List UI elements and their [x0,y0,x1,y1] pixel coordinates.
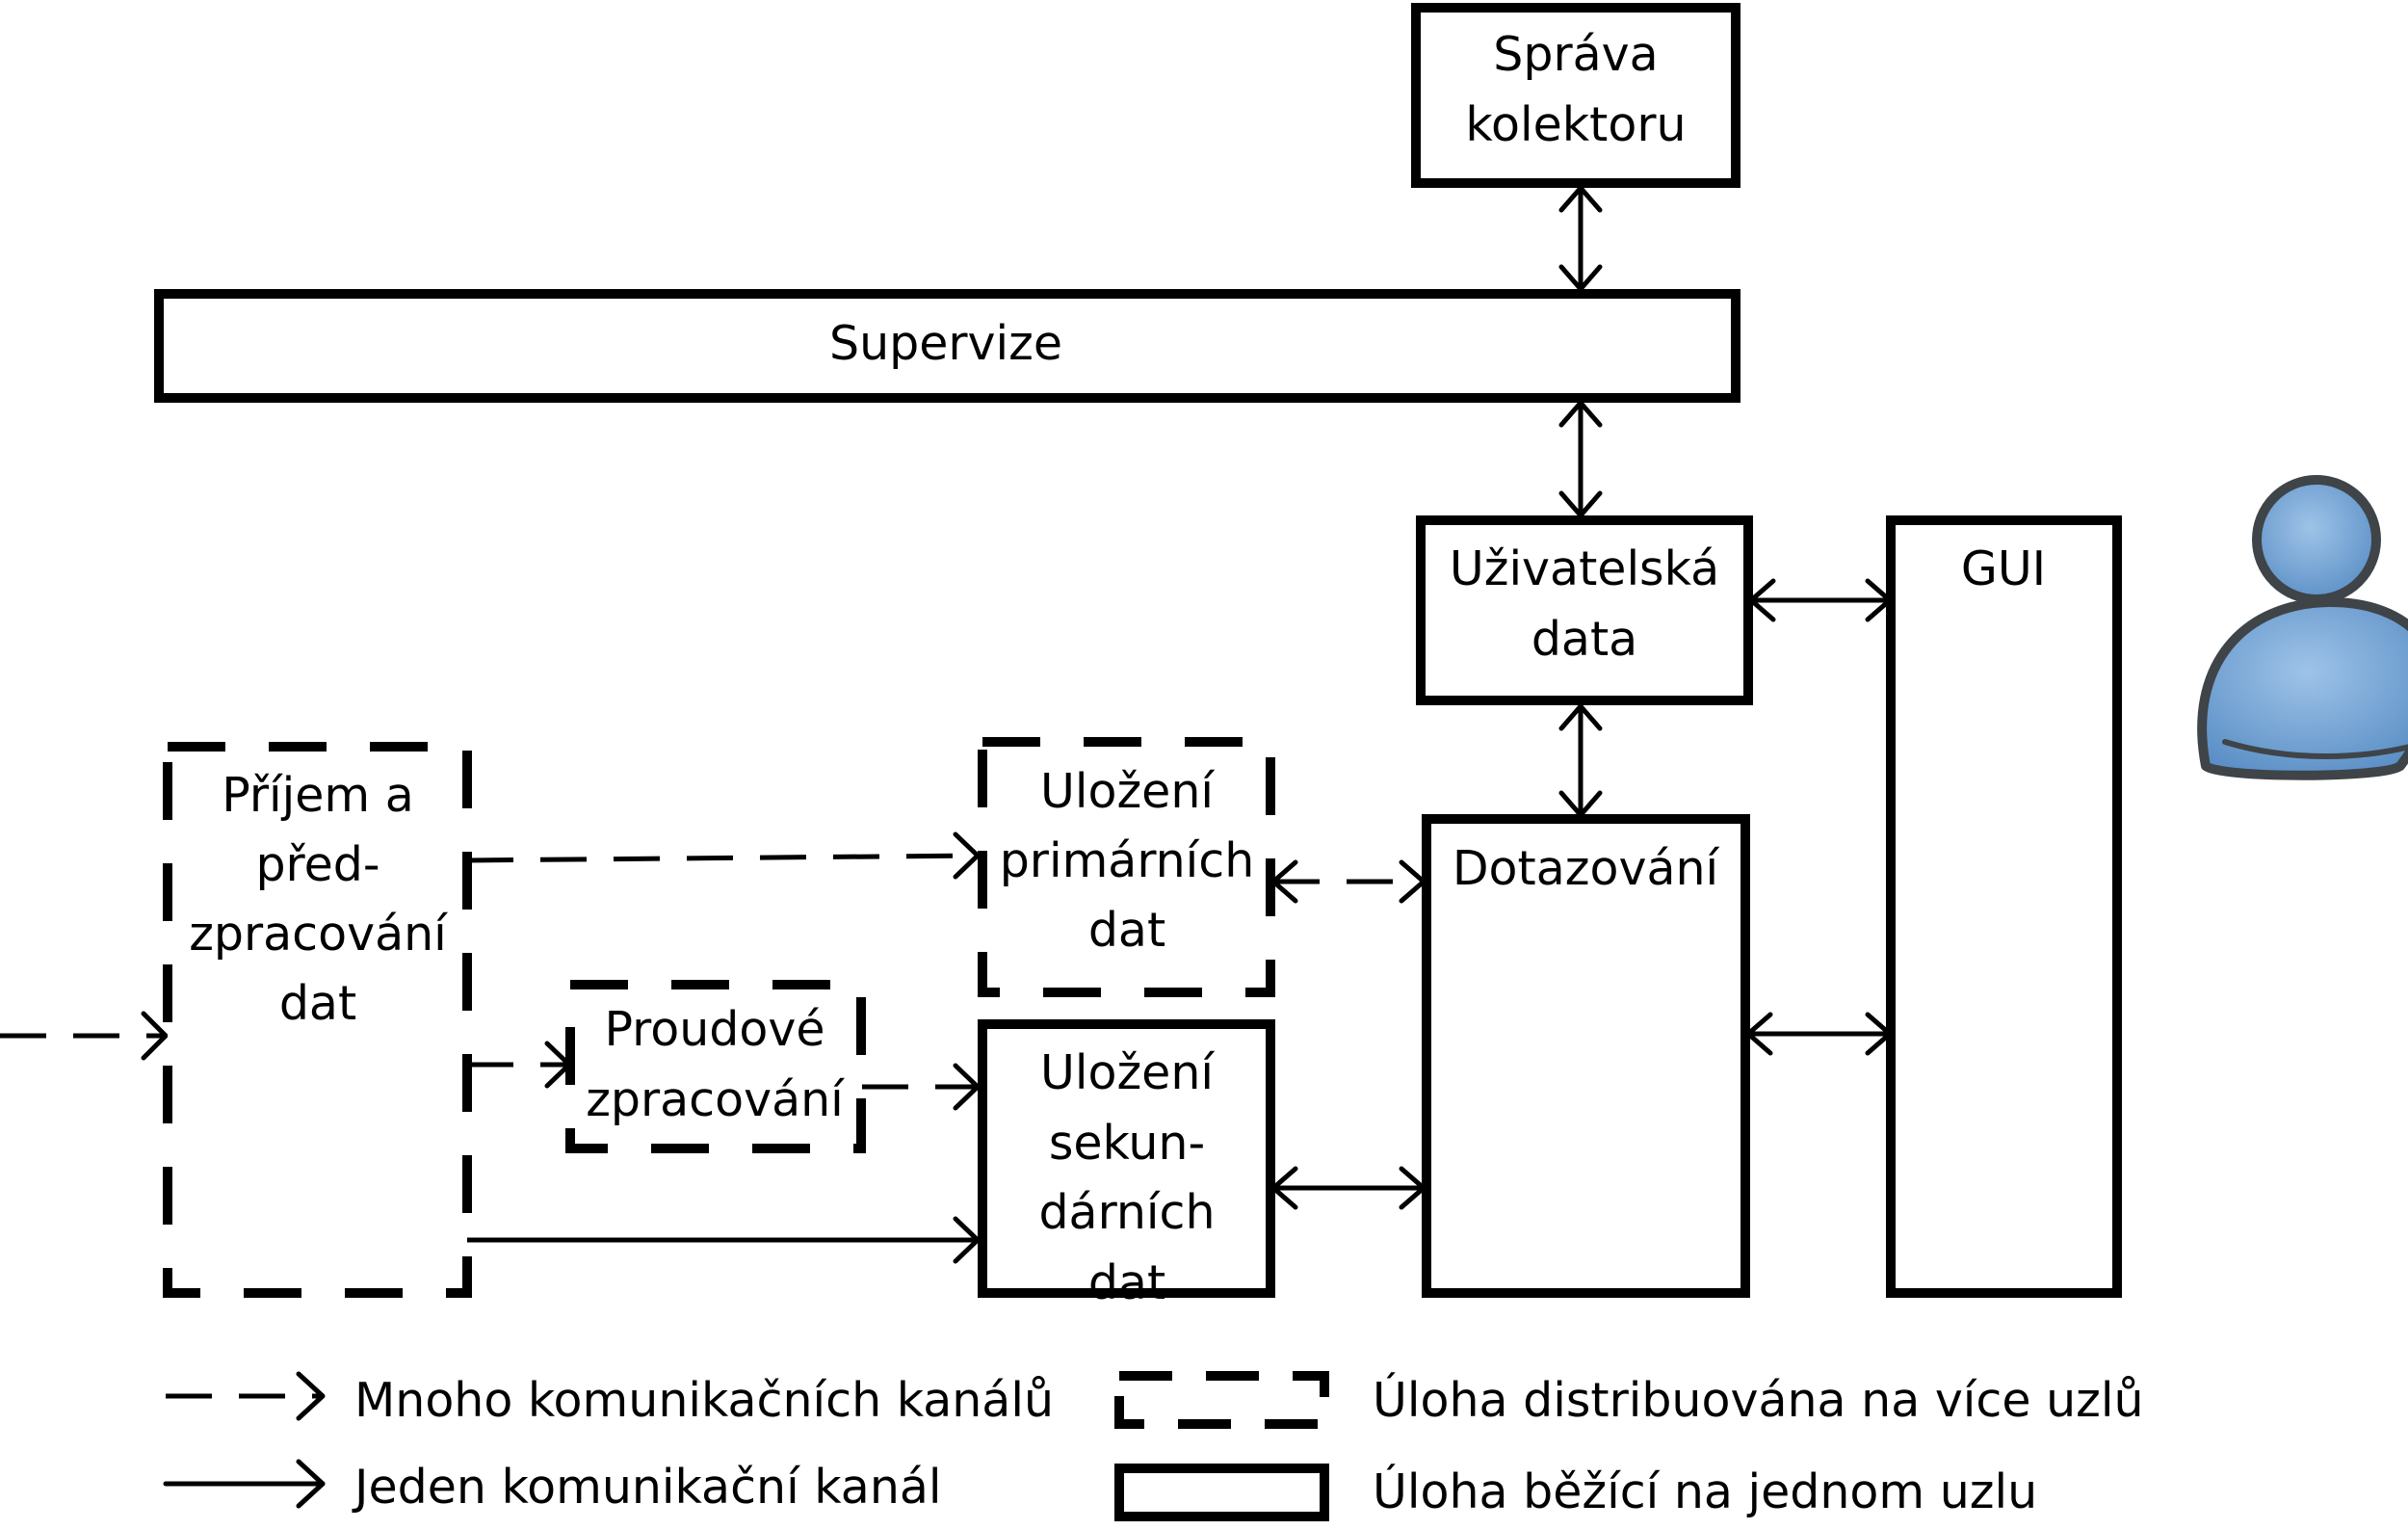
node-supervize: Supervize [154,289,1741,403]
legend: Mnoho komunikačních kanálů Jeden komunik… [163,1371,2144,1521]
user-icon [2197,475,2408,780]
node-sekundarni-line1: Uložení [1040,1045,1215,1100]
node-sekundarni-line2: sekun- [1049,1116,1205,1171]
legend-one-channel-label: Jeden komunikační kanál [352,1460,942,1515]
legend-solid-box [1114,1464,1329,1521]
node-sprava-kolektoru: Správa kolektoru [1411,3,1741,188]
node-prijem-predzpracovani: Příjem a před- zpracování dat [163,742,472,1298]
node-proudove-line2: zpracování [586,1072,845,1127]
node-sekundarni-line4: dat [1088,1255,1165,1310]
connector-prijem-primarni [466,831,981,880]
node-uzivatelska-data-line2: data [1531,612,1637,667]
node-uzivatelska-data-line1: Uživatelská [1450,541,1719,596]
node-supervize-label: Supervize [829,316,1062,371]
connector-proudove-sekundarni [862,1063,981,1111]
connector-prijem-sekundarni [464,1216,981,1264]
node-dotazovani-label: Dotazování [1453,841,1720,896]
node-sprava-kolektoru-line1: Správa [1493,27,1658,82]
node-prijem-line4: dat [279,976,356,1031]
connector-sprava-supervize [1558,185,1603,292]
node-proudove-zpracovani: Proudové zpracování [565,980,866,1153]
legend-many-channels-label: Mnoho komunikačních kanálů [354,1373,1054,1428]
node-sekundarni-line3: dárních [1038,1185,1215,1240]
connector-dotazovani-gui [1745,1012,1893,1056]
node-primarni-line1: Uložení [1040,764,1215,819]
connector-input-prijem [0,1011,169,1061]
connector-prijem-proudove [467,1041,572,1089]
node-prijem-line2: před- [255,837,380,892]
node-proudove-line1: Proudové [604,1002,824,1057]
connector-supervize-uzivatelska [1558,400,1603,518]
legend-solid-arrow [163,1459,326,1509]
connector-uzivatelska-dotazovani [1558,703,1603,818]
node-prijem-line1: Příjem a [222,768,414,823]
legend-dashed-box [1114,1371,1329,1429]
node-ulozeni-primarnich: Uložení primárních dat [978,737,1275,997]
node-uzivatelska-data: Uživatelská data [1416,515,1753,705]
legend-dashed-arrow [166,1371,326,1421]
node-dotazovani: Dotazování [1422,814,1750,1298]
connector-sekundarni-dotazovani [1270,1166,1426,1210]
node-primarni-line2: primárních [1000,833,1255,888]
node-ulozeni-sekundarnich: Uložení sekun- dárních dat [978,1019,1275,1310]
node-gui: GUI [1886,515,2122,1298]
connector-uzivatelska-gui [1748,578,1893,622]
connector-primarni-dotazovani [1270,859,1426,904]
legend-single-node-label: Úloha běžící na jednom uzlu [1373,1463,2037,1519]
node-gui-label: GUI [1961,541,2046,596]
node-prijem-line3: zpracování [189,907,448,962]
node-sprava-kolektoru-line2: kolektoru [1465,97,1686,152]
node-primarni-line3: dat [1088,903,1165,958]
legend-distributed-label: Úloha distribuována na více uzlů [1373,1371,2144,1428]
